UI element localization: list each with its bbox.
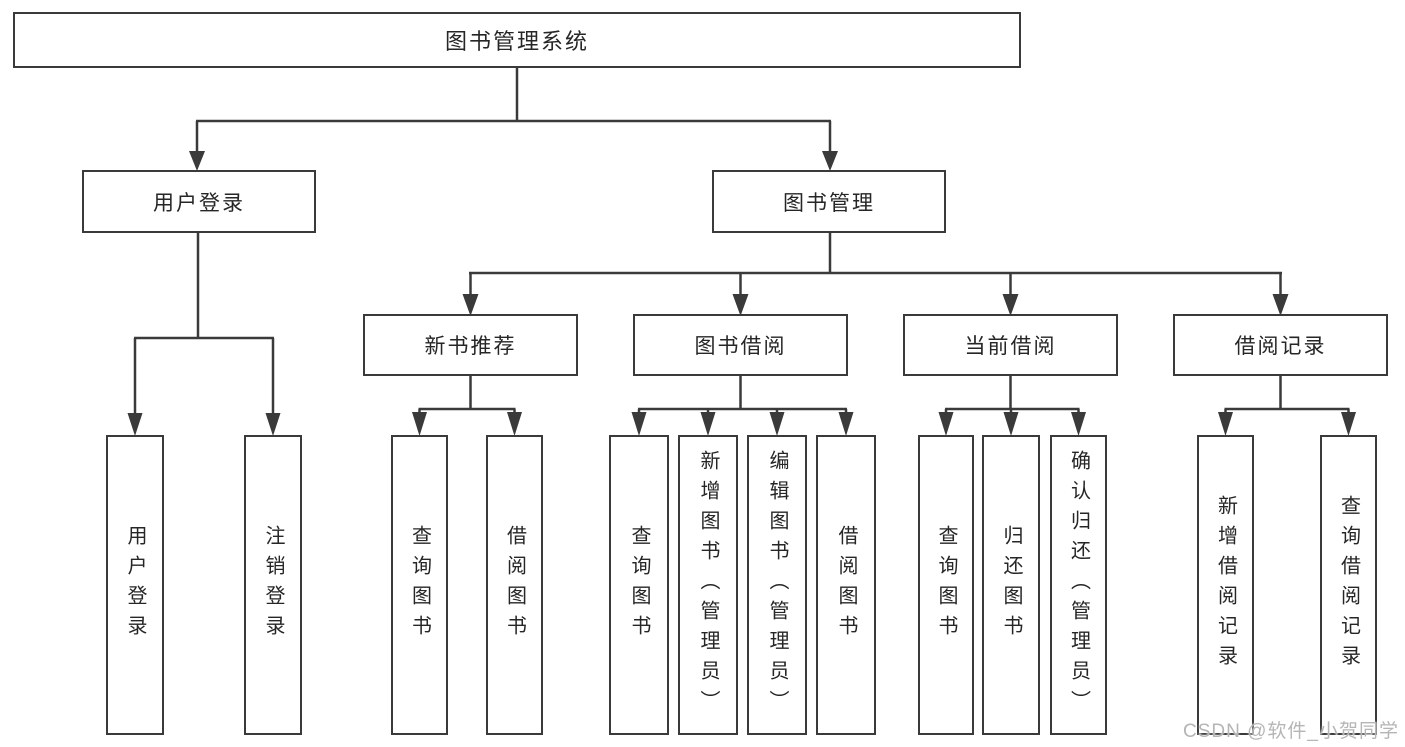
leaf-return-books: 归还图书: [982, 435, 1040, 735]
leaf-user-login-label: 用户登录: [124, 525, 146, 645]
leaf-current-query-books: 查询图书: [918, 435, 974, 735]
connector-book-borrow: [631, 376, 854, 436]
leaf-confirm-return-admin-label: 确认归还（管理员）: [1067, 450, 1090, 720]
leaf-edit-books-admin-label: 编辑图书（管理员）: [766, 450, 788, 720]
connector-user-login: [127, 233, 281, 436]
node-book-borrow-label: 图书借阅: [694, 335, 787, 358]
node-book-management: 图书管理: [712, 170, 946, 233]
node-borrow-records-label: 借阅记录: [1234, 335, 1327, 358]
leaf-confirm-return-admin: 确认归还（管理员）: [1050, 435, 1107, 735]
leaf-borrow-query-books: 查询图书: [609, 435, 669, 735]
node-borrow-records: 借阅记录: [1173, 314, 1388, 376]
node-library-system-label: 图书管理系统: [444, 29, 589, 54]
leaf-borrow-books-label: 借阅图书: [835, 525, 857, 645]
node-library-system: 图书管理系统: [13, 12, 1021, 68]
connector-book-management: [462, 233, 1289, 316]
leaf-logout: 注销登录: [244, 435, 302, 735]
node-book-management-label: 图书管理: [783, 191, 875, 215]
node-user-login-label: 用户登录: [153, 191, 245, 215]
leaf-recommend-borrow-books-label: 借阅图书: [503, 525, 526, 645]
leaf-add-books-admin-label: 新增图书（管理员）: [697, 450, 719, 720]
leaf-return-books-label: 归还图书: [1000, 525, 1022, 645]
leaf-add-borrow-record: 新增借阅记录: [1197, 435, 1254, 735]
leaf-logout-label: 注销登录: [262, 525, 284, 645]
node-current-borrow: 当前借阅: [903, 314, 1118, 376]
watermark-text: CSDN @软件_小贺同学: [1183, 721, 1399, 742]
leaf-recommend-borrow-books: 借阅图书: [486, 435, 543, 735]
node-current-borrow-label: 当前借阅: [964, 335, 1057, 358]
node-book-borrow: 图书借阅: [633, 314, 848, 376]
connector-borrow-records: [1218, 376, 1356, 436]
node-new-book-recommend: 新书推荐: [363, 314, 578, 376]
leaf-query-borrow-record: 查询借阅记录: [1320, 435, 1377, 735]
leaf-query-borrow-record-label: 查询借阅记录: [1337, 495, 1360, 675]
connector-current-borrow: [938, 376, 1086, 436]
leaf-add-borrow-record-label: 新增借阅记录: [1214, 495, 1237, 675]
leaf-borrow-query-books-label: 查询图书: [628, 525, 650, 645]
node-user-login: 用户登录: [82, 170, 316, 233]
leaf-current-query-books-label: 查询图书: [935, 525, 957, 645]
leaf-user-login: 用户登录: [106, 435, 164, 735]
leaf-edit-books-admin: 编辑图书（管理员）: [747, 435, 807, 735]
leaf-recommend-query-books-label: 查询图书: [408, 525, 431, 645]
leaf-add-books-admin: 新增图书（管理员）: [678, 435, 738, 735]
connector-root: [189, 68, 838, 171]
node-new-book-recommend-label: 新书推荐: [424, 335, 517, 358]
connector-new-book-recommend: [412, 376, 522, 436]
leaf-recommend-query-books: 查询图书: [391, 435, 448, 735]
leaf-borrow-books: 借阅图书: [816, 435, 876, 735]
